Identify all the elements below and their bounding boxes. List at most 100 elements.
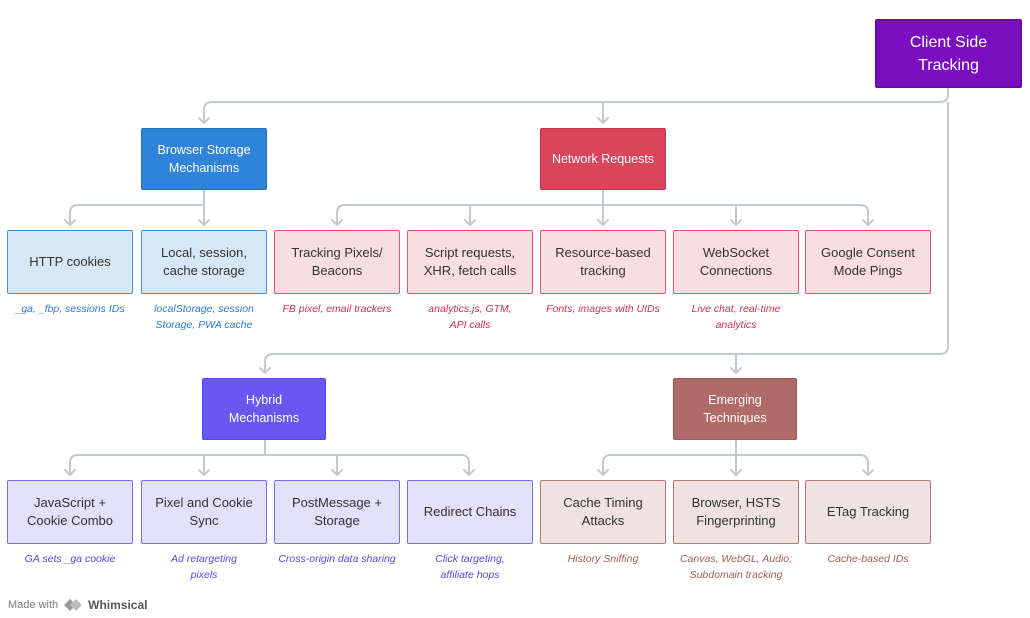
note-http-cookies: _ga, _fbp, sessions IDs (0, 301, 145, 317)
whimsical-brand: Whimsical (88, 598, 148, 612)
note-script-requests: analytics.js, GTM, API calls (395, 301, 545, 333)
category-hybrid-mechanisms: Hybrid Mechanisms (202, 378, 326, 440)
leaf-label: Cookie Combo (27, 513, 113, 528)
connector-hybrid-mid (203, 455, 338, 474)
leaf-redirect-chains: Redirect Chains (407, 480, 533, 544)
note-text: _ga, _fbp, sessions IDs (15, 303, 125, 315)
leaf-javascript-cookie-combo: JavaScript + Cookie Combo (7, 480, 133, 544)
category-label: Techniques (703, 411, 767, 425)
leaf-pixel-cookie-sync: Pixel and Cookie Sync (141, 480, 267, 544)
root-node-client-side-tracking: Client Side Tracking (875, 19, 1022, 88)
leaf-label: Script requests, (424, 245, 516, 260)
category-label: Mechanisms (228, 411, 300, 425)
connector-root-storage (203, 88, 949, 122)
made-with-whimsical[interactable]: Made with Whimsical (8, 598, 148, 612)
leaf-browser-hsts-fingerprinting: Browser, HSTS Fingerprinting (673, 480, 799, 544)
leaf-resource-based-tracking: Resource-based tracking (540, 230, 666, 294)
leaf-label: Storage (314, 513, 360, 528)
leaf-etag-tracking: ETag Tracking (805, 480, 931, 544)
leaf-label: Local, session, (161, 245, 247, 260)
root-label-line2: Tracking (918, 56, 979, 74)
connector-root-hybrid (264, 102, 949, 372)
note-cache-timing-attacks: History Sniffing (528, 551, 678, 567)
leaf-label: Resource-based (555, 245, 651, 260)
note-text: GA sets _ga cookie (24, 553, 116, 565)
note-text: Cache-based IDs (827, 553, 909, 565)
category-label: Hybrid (245, 393, 283, 407)
note-text: Ad retargeting (171, 553, 237, 565)
arrowhead (198, 117, 210, 124)
leaf-label: PostMessage + (292, 495, 382, 510)
note-redirect-chains: Click targeting, affiliate hops (395, 551, 545, 583)
arrowhead (730, 367, 742, 374)
note-text: analytics (715, 319, 757, 331)
leaf-label: Attacks (581, 513, 625, 528)
note-javascript-cookie-combo: GA sets _ga cookie (0, 551, 145, 567)
leaf-google-consent-mode: Google Consent Mode Pings (805, 230, 931, 294)
leaf-label: Google Consent (821, 245, 915, 260)
connector-storage-leaves (69, 190, 205, 224)
leaf-label: Redirect Chains (423, 504, 517, 519)
arrowhead (597, 469, 874, 476)
leaf-label: XHR, fetch calls (423, 263, 517, 278)
note-resource-based-tracking: Fonts, images with UIDs (528, 301, 678, 317)
leaf-websocket-connections: WebSocket Connections (673, 230, 799, 294)
note-text: Subdomain tracking (689, 569, 783, 581)
leaf-label: Tracking Pixels/ (291, 245, 383, 260)
note-websocket-connections: Live chat, real-time analytics (661, 301, 811, 333)
note-text: Canvas, WebGL, Audio; (679, 553, 793, 565)
note-etag-tracking: Cache-based IDs (793, 551, 943, 567)
leaf-http-cookies: HTTP cookies (7, 230, 133, 294)
connector-network-leaves (336, 190, 869, 224)
arrowhead (64, 469, 475, 476)
note-pixel-cookie-sync: Ad retargeting pixels (129, 551, 279, 583)
leaf-label: cache storage (163, 263, 245, 278)
leaf-label: Pixel and Cookie (155, 495, 253, 510)
root-label-line1: Client Side (909, 33, 988, 51)
note-text: affiliate hops (440, 569, 500, 581)
category-network-requests: Network Requests (540, 128, 666, 190)
leaf-label: Connections (699, 263, 773, 278)
leaf-label: Sync (189, 513, 219, 528)
leaf-label: HTTP cookies (29, 254, 111, 269)
note-text: analytics.js, GTM, (428, 303, 512, 315)
leaf-label: Fingerprinting (696, 513, 776, 528)
connector-emerging-leaves (602, 440, 869, 474)
note-text: localStorage, session (154, 303, 254, 315)
leaf-postmessage-storage: PostMessage + Storage (274, 480, 400, 544)
category-label: Network Requests (551, 152, 655, 166)
made-with-label: Made with (8, 599, 59, 611)
leaf-local-session-storage: Local, session, cache storage (141, 230, 267, 294)
note-text: pixels (190, 569, 218, 581)
leaf-tracking-pixels: Tracking Pixels/ Beacons (274, 230, 400, 294)
note-postmessage-storage: Cross-origin data sharing (262, 551, 412, 567)
note-text: Storage, PWA cache (155, 319, 253, 331)
note-text: Click targeting, (435, 553, 505, 565)
category-emerging-techniques: Emerging Techniques (673, 378, 797, 440)
leaf-label: ETag Tracking (826, 504, 910, 519)
category-label: Mechanisms (168, 161, 240, 175)
leaf-label: Cache Timing (563, 495, 643, 510)
connector-network-mid (469, 205, 737, 224)
connector-hybrid-leaves (69, 440, 470, 474)
whimsical-logo-icon (64, 599, 83, 611)
leaf-script-requests: Script requests, XHR, fetch calls (407, 230, 533, 294)
leaf-label: Beacons (311, 263, 363, 278)
note-text: Live chat, real-time (691, 303, 781, 315)
arrowhead (259, 367, 271, 374)
leaf-label: Mode Pings (833, 263, 903, 278)
arrowhead (64, 219, 210, 226)
category-label: Browser Storage (157, 143, 251, 157)
leaf-label: Browser, HSTS (691, 495, 781, 510)
arrowhead (331, 219, 874, 226)
arrowhead (597, 117, 609, 124)
leaf-cache-timing-attacks: Cache Timing Attacks (540, 480, 666, 544)
leaf-label: WebSocket (702, 245, 770, 260)
note-text: Fonts, images with UIDs (546, 303, 660, 315)
note-text: Cross-origin data sharing (278, 553, 396, 565)
note-local-session-storage: localStorage, session Storage, PWA cache (129, 301, 279, 333)
note-browser-hsts-fingerprinting: Canvas, WebGL, Audio; Subdomain tracking (661, 551, 811, 583)
leaf-label: tracking (580, 263, 626, 278)
